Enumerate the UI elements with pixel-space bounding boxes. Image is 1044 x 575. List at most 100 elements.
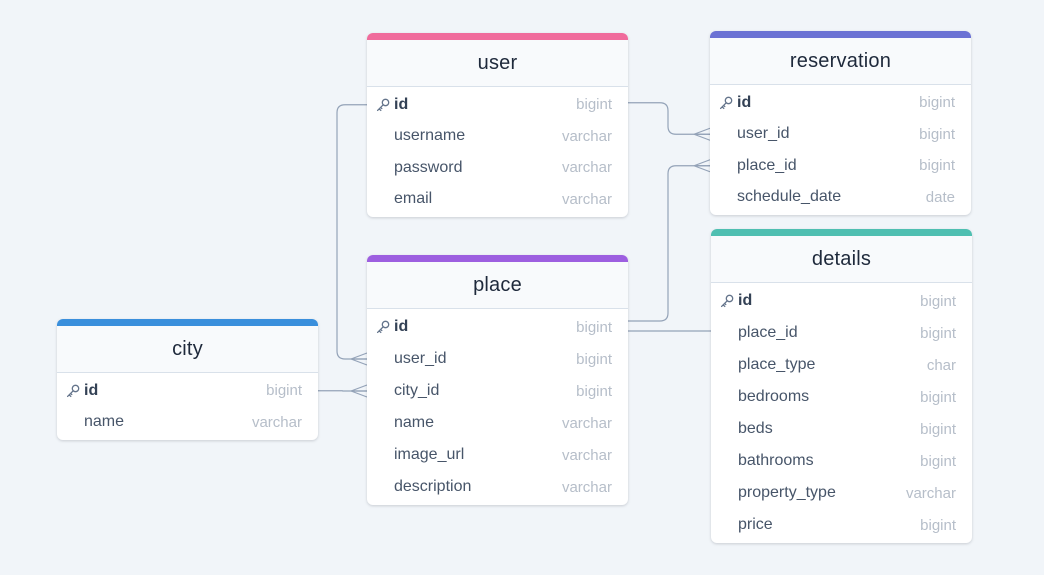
column-row-place-description[interactable]: description varchar [367,471,628,503]
column-name: username [394,127,466,145]
table-title[interactable]: city [57,326,318,373]
table-title[interactable]: place [367,262,628,309]
column-row-details-property_type[interactable]: property_type varchar [711,477,972,509]
column-name: email [394,190,433,208]
table-title[interactable]: user [367,40,628,87]
column-row-reservation-id[interactable]: id bigint [710,87,971,119]
column-name: city_id [394,382,440,399]
column-name: id [394,318,409,335]
relationship-place-id-to-reservation-place_id [628,165,710,322]
table-accent-bar [710,31,971,38]
column-name: id [394,95,409,113]
primary-key-icon [719,293,735,309]
column-type: bigint [920,516,956,534]
column-row-details-place_id[interactable]: place_id bigint [711,317,972,349]
column-row-place-name[interactable]: name varchar [367,407,628,439]
column-row-details-id[interactable]: id bigint [711,285,972,317]
column-row-details-place_type[interactable]: place_type char [711,349,972,381]
column-type: bigint [920,420,956,438]
column-name: password [394,158,463,176]
relationship-user-id-to-place-user_id [336,104,367,360]
column-row-details-price[interactable]: price bigint [711,509,972,541]
column-type: bigint [576,382,612,400]
table-city[interactable]: city id bigint name varchar [57,319,318,440]
table-user[interactable]: user id bigint username varchar password varch… [367,33,628,217]
column-row-city-name[interactable]: name varchar [57,407,318,439]
relationship-user-id-to-reservation-user_id [628,102,710,135]
table-columns: id bigint name varchar [57,373,318,440]
column-name: bedrooms [738,388,810,405]
column-type: varchar [561,478,612,496]
primary-key-icon [65,383,81,399]
table-accent-bar [711,229,972,236]
column-name: name [84,413,125,431]
column-name: beds [738,420,773,437]
column-name: id [84,381,99,399]
column-type: bigint [920,452,956,470]
column-type: varchar [561,414,612,432]
column-type: varchar [251,413,302,431]
column-row-details-beds[interactable]: beds bigint [711,413,972,445]
relationship-user-id-to-reservation-user_id-marker [693,127,711,141]
column-row-details-bathrooms[interactable]: bathrooms bigint [711,445,972,477]
column-type: bigint [266,382,302,400]
column-name: price [738,516,773,533]
column-name: name [394,414,435,431]
column-row-reservation-place_id[interactable]: place_id bigint [710,150,971,182]
table-accent-bar [57,319,318,326]
column-type: bigint [920,388,956,406]
column-name: description [394,478,472,495]
column-type: char [926,356,956,374]
column-name: property_type [738,484,836,501]
column-name: place_type [738,356,816,373]
column-type: varchar [561,190,612,208]
primary-key-icon [375,319,391,335]
column-type: varchar [561,159,612,177]
table-title[interactable]: reservation [710,38,971,85]
column-row-details-bedrooms[interactable]: bedrooms bigint [711,381,972,413]
column-type: bigint [576,350,612,368]
column-type: bigint [920,292,956,310]
column-type: bigint [576,318,612,336]
column-type: bigint [919,94,955,112]
relationship-city-id-to-place-city_id-marker [350,384,368,398]
column-type: bigint [576,96,612,114]
table-title[interactable]: details [711,236,972,283]
column-name: user_id [737,125,790,143]
primary-key-icon [375,97,391,113]
column-name: bathrooms [738,452,814,469]
column-type: varchar [561,446,612,464]
column-name: schedule_date [737,188,842,206]
column-type: bigint [919,157,955,175]
column-row-city-id[interactable]: id bigint [57,375,318,407]
column-row-user-password[interactable]: password varchar [367,152,628,184]
column-row-user-username[interactable]: username varchar [367,121,628,153]
column-name: id [737,93,752,111]
primary-key-icon [718,95,734,111]
table-accent-bar [367,33,628,40]
column-row-place-city_id[interactable]: city_id bigint [367,375,628,407]
column-type: bigint [920,324,956,342]
column-row-user-id[interactable]: id bigint [367,89,628,121]
column-row-place-id[interactable]: id bigint [367,311,628,343]
relationship-place-id-to-reservation-place_id-marker [693,159,711,173]
column-name: place_id [738,324,798,341]
column-row-place-user_id[interactable]: user_id bigint [367,343,628,375]
column-name: place_id [737,156,797,174]
column-type: varchar [905,484,956,502]
column-name: id [738,292,753,309]
column-name: user_id [394,350,447,367]
column-row-user-email[interactable]: email varchar [367,184,628,216]
column-type: varchar [561,127,612,145]
